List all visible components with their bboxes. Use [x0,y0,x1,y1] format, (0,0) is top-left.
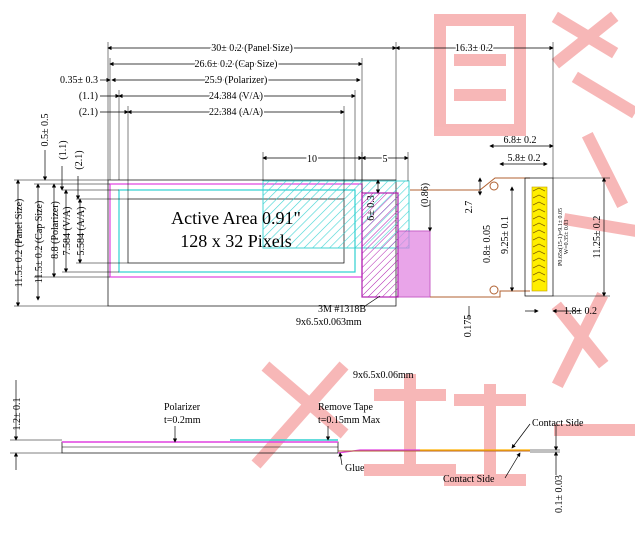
dim-fpc-length: 16.3± 0.2 [455,43,493,54]
fpc-hole-top [489,181,499,191]
dim-thickness: 1.2± 0.1 [12,398,23,431]
active-area-title: Active Area 0.91" [171,208,301,228]
dim-05: 0.5± 0.5 [40,114,51,147]
glass-layer [61,441,339,454]
fpc-trace-top [410,177,530,191]
contact-side-top: Contact Side [532,418,584,429]
polarizer-label: Polarizer [164,402,201,413]
dim-aa: 22.384 (A/A) [209,107,263,118]
dim-086: (0.86) [420,183,431,207]
dim-panel-size: 30± 0.2 (Panel Size) [211,43,293,54]
dim-0175: 0.175 [463,315,474,338]
dim-aa-height: 5.584 (A/A) [76,207,87,256]
dim-finger-width: W=0.35± 0.03 [564,220,570,255]
tape-size-side: 9x6.5x0.06mm [353,370,414,381]
tape-leader [364,295,381,307]
dim-va: 24.384 (V/A) [209,91,263,102]
dim-18: 1.8± 0.2 [564,306,597,317]
front-view: Active Area 0.91" 128 x 32 Pixels [107,177,554,307]
dim-08: 0.8± 0.05 [482,225,493,263]
dim-polarizer-offset: 0.35± 0.3 [60,75,98,86]
contact-side-bottom: Contact Side [443,474,495,485]
dim-58: 5.8± 0.2 [508,153,541,164]
watermark [251,11,635,486]
dim-pitch: P0.65x(15-1)=9.1± 0.05 [557,208,564,266]
dim-polarizer: 25.9 (Polarizer) [205,75,268,86]
fpc-dimensions: 6± 0.3 (0.86) 2.7 0.8± 0.05 9.25± 0.1 6.… [366,135,610,337]
polarizer-thickness: t=0.2mm [164,415,201,426]
dim-1125: 11.25± 0.2 [592,216,603,259]
side-view: 9x6.5x0.06mm 1.2± 0.1 Polarizer t=0.2mm … [10,370,584,513]
tape-size: 9x6.5x0.063mm [296,317,362,328]
top-dimensions: 30± 0.2 (Panel Size) 26.6± 0.2 (Cap Size… [60,42,554,199]
remove-tape-label: Remove Tape [318,402,373,413]
dim-cap-size: 26.6± 0.2 (Cap Size) [195,59,278,70]
dim-va-offset: (1.1) [79,91,98,102]
dim-925: 9.25± 0.1 [500,216,511,254]
fpc-outline [524,177,554,297]
dim-11: (1.1) [58,140,69,159]
fpc-side-magenta [337,449,420,454]
dim-fpc-thickness: 0.1± 0.03 [554,475,565,513]
dim-panel-height: 11.5± 0.2 (Panel Size) [14,199,25,288]
dim-cap-height: 11.5± 0.2 (Cap Size) [34,201,45,284]
fpc-trace-bottom [430,290,530,298]
dim-6: 6± 0.3 [366,195,377,221]
left-dimensions: 11.5± 0.2 (Panel Size) 11.5± 0.2 (Cap Si… [14,114,128,307]
dim-27: 2.7 [464,201,475,214]
glue-label: Glue [345,463,365,474]
pixel-count: 128 x 32 Pixels [180,231,292,251]
fpc-hole-bottom [489,285,499,295]
dim-pol-height: 8.8 (Polarizer) [50,201,61,259]
tape-name: 3M #1318B [318,304,366,315]
dim-ten: 10 [307,154,317,165]
dim-five: 5 [383,154,388,165]
dim-aa-offset: (2.1) [79,107,98,118]
tape-rect [397,230,431,298]
remove-tape-thickness: t=0.15mm Max [318,415,380,426]
dim-21: (2.1) [74,150,85,169]
dim-68: 6.8± 0.2 [504,135,537,146]
dim-va-height: 7.584 (V/A) [62,207,73,256]
fpc-fingers [531,186,548,292]
